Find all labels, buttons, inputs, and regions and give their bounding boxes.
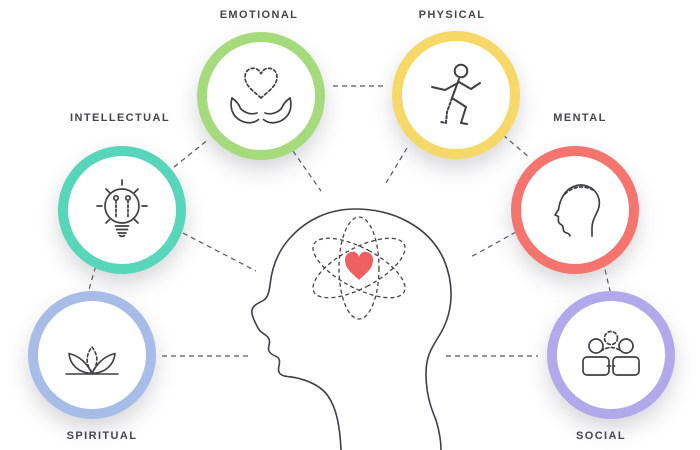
spiritual-circle — [28, 291, 156, 419]
social-label: SOCIAL — [576, 430, 626, 442]
running-person-icon — [431, 63, 481, 125]
lightbulb-icon — [96, 179, 148, 238]
connector-mental-head — [468, 231, 517, 259]
intellectual-circle — [58, 146, 186, 274]
atom-orbits-icon — [312, 216, 406, 320]
emotional-circle — [197, 32, 325, 160]
lotus-flower-icon — [65, 346, 119, 375]
intellectual-label: INTELLECTUAL — [70, 112, 170, 124]
connector-physical-head — [385, 147, 408, 184]
connector-intellectual-spiritual — [87, 257, 99, 294]
emotional-label: EMOTIONAL — [219, 9, 299, 21]
social-circle — [547, 291, 675, 419]
people-group-icon — [582, 330, 640, 376]
mental-label: MENTAL — [553, 112, 607, 124]
head-profile-icon — [554, 184, 601, 237]
connector-physical-mental — [502, 134, 531, 159]
physical-circle — [392, 31, 520, 159]
head-silhouette-icon — [251, 208, 452, 450]
center-head-group — [251, 208, 452, 450]
heart-icon — [345, 251, 373, 280]
connector-emotional-head — [292, 150, 322, 192]
hands-holding-heart-icon — [230, 67, 292, 124]
physical-label: PHYSICAL — [418, 9, 486, 21]
connector-intellectual-head — [182, 232, 257, 272]
mental-circle — [511, 146, 639, 274]
connector-lines — [87, 85, 612, 357]
spiritual-label: SPIRITUAL — [66, 430, 138, 442]
connector-intellectual-emotional — [173, 138, 210, 168]
connector-mental-social — [602, 260, 612, 296]
